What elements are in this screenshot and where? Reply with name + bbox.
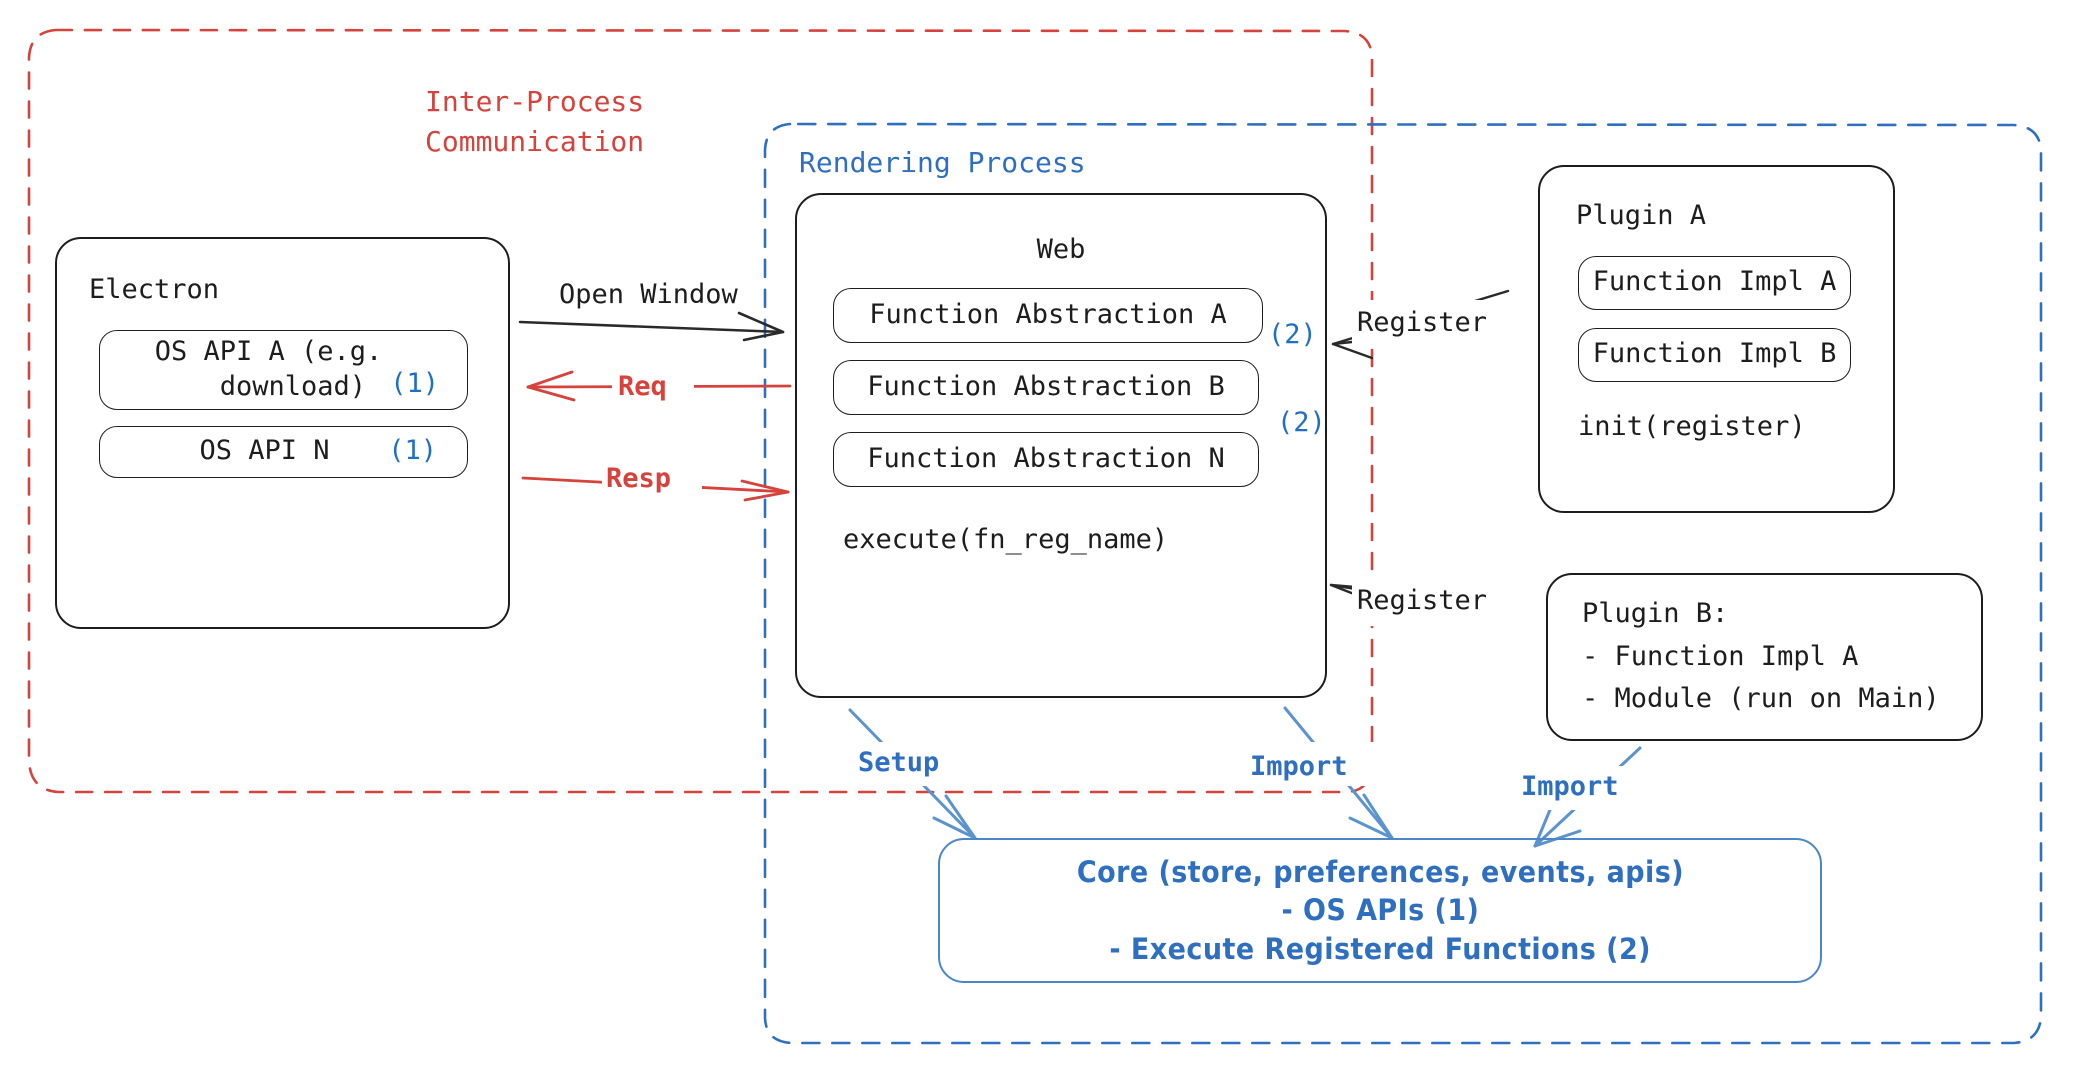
plugin-a-title: Plugin A	[1576, 200, 1707, 231]
plugin-a-function-impl-b-box[interactable]: Function Impl B	[1578, 327, 1851, 382]
electron-title: Electron	[89, 274, 220, 305]
edge-label-setup: Setup	[858, 747, 940, 778]
os-api-a-box[interactable]: OS API A (e.g. download) (1)	[99, 329, 468, 410]
core-box[interactable]: Core (store, preferences, events, apis) …	[938, 838, 1822, 983]
function-abstraction-n-label: Function Abstraction N	[867, 442, 1225, 474]
plugin-a-function-impl-a-label: Function Impl A	[1592, 266, 1837, 298]
plugin-a-function-impl-a-box[interactable]: Function Impl A	[1578, 255, 1851, 310]
function-abstraction-b-box[interactable]: Function Abstraction B	[833, 359, 1259, 415]
electron-box[interactable]: Electron OS API A (e.g. download) (1) OS…	[55, 237, 510, 629]
function-abstraction-a-label: Function Abstraction A	[869, 298, 1227, 330]
function-abstraction-b-badge: (2)	[1277, 407, 1326, 438]
os-api-a-badge: (1)	[390, 367, 439, 399]
core-line-2: - OS APIs (1)	[1281, 893, 1479, 928]
os-api-n-box[interactable]: OS API N (1)	[99, 425, 468, 478]
edge-label-import-plugin-b: Import	[1521, 771, 1619, 802]
edge-label-req: Req	[618, 371, 667, 402]
edge-label-import-web: Import	[1250, 751, 1348, 782]
os-api-n-badge: (1)	[388, 434, 437, 466]
function-abstraction-a-box[interactable]: Function Abstraction A	[833, 287, 1263, 343]
plugin-a-init-label: init(register)	[1578, 410, 1806, 442]
web-execute-label: execute(fn_reg_name)	[843, 523, 1169, 555]
plugin-b-box[interactable]: Plugin B: - Function Impl A - Module (ru…	[1546, 573, 1983, 741]
edge-label-open-window: Open Window	[559, 279, 738, 310]
plugin-a-box[interactable]: Plugin A Function Impl A Function Impl B…	[1538, 165, 1895, 513]
edge-label-register-b: Register	[1357, 585, 1488, 616]
function-abstraction-n-box[interactable]: Function Abstraction N	[833, 431, 1259, 487]
os-api-n-label: OS API N	[199, 435, 330, 467]
plugin-b-line-1: Plugin B:	[1582, 598, 1729, 630]
web-title: Web	[1036, 234, 1086, 265]
core-line-1: Core (store, preferences, events, apis)	[1076, 855, 1684, 890]
edge-label-resp: Resp	[606, 463, 672, 494]
rendering-container-label: Rendering Process	[799, 146, 1086, 179]
edge-label-register-a: Register	[1357, 307, 1488, 338]
plugin-b-line-3: - Module (run on Main)	[1582, 683, 1940, 715]
plugin-b-line-2: - Function Impl A	[1582, 640, 1859, 672]
core-line-3: - Execute Registered Functions (2)	[1109, 931, 1651, 966]
plugin-a-function-impl-b-label: Function Impl B	[1592, 338, 1837, 370]
function-abstraction-b-label: Function Abstraction B	[867, 370, 1225, 402]
web-box[interactable]: Web Function Abstraction A Function Abst…	[795, 193, 1327, 698]
os-api-a-label: OS API A (e.g. download)	[154, 336, 383, 402]
ipc-container-label: Inter-Process Communication	[425, 85, 645, 158]
function-abstraction-a-badge: (2)	[1268, 319, 1317, 350]
edge-open-window	[518, 311, 785, 342]
